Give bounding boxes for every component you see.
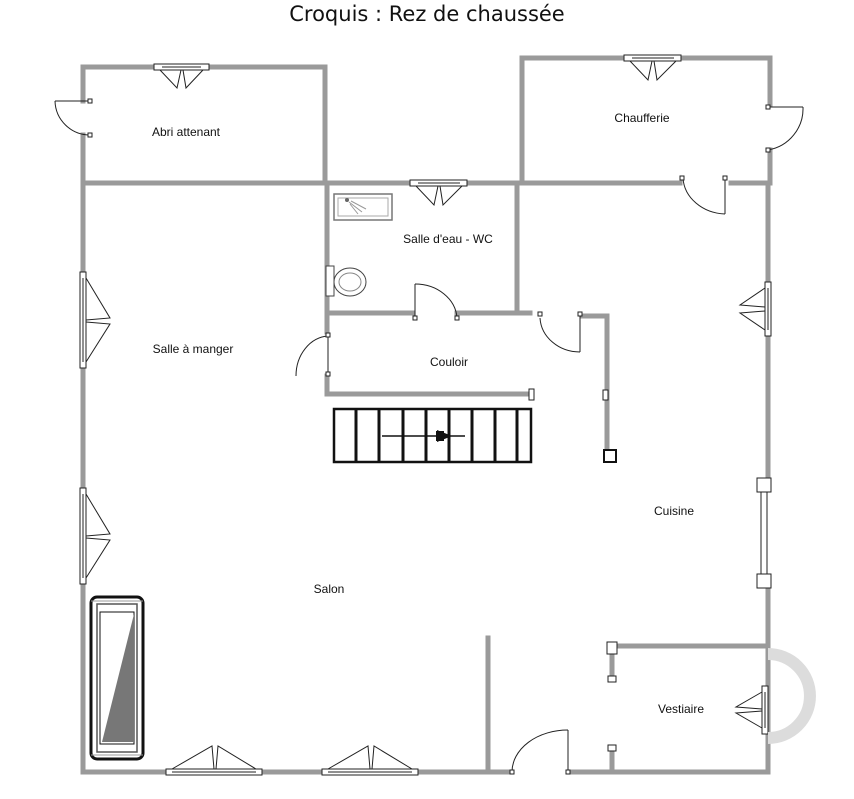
- window-salon-bottom-2: [321, 745, 419, 776]
- door-couloir: [295, 332, 331, 377]
- room-label-salon: Salon: [314, 582, 345, 596]
- cuisine-post-top: [602, 389, 609, 401]
- wall-couloir-bottom: [324, 373, 535, 397]
- fixtures: [89, 193, 617, 761]
- window-salle-eau: [409, 179, 468, 207]
- window-vestiaire: [734, 685, 769, 735]
- cuisine-post-square: [603, 449, 617, 463]
- door-cuisine: [537, 311, 583, 353]
- door-abri: [54, 98, 93, 138]
- wc-icon: [325, 265, 367, 297]
- windows: [79, 54, 816, 776]
- door-chaufferie-exterior: [765, 104, 804, 153]
- walls: [80, 55, 773, 775]
- room-label-salle-manger: Salle à manger: [153, 342, 234, 356]
- door-salon-bottom: [509, 729, 571, 775]
- fireplace-icon: [89, 595, 145, 761]
- window-abri: [153, 63, 210, 90]
- window-salon-bottom-1: [165, 745, 263, 776]
- staircase-icon: [332, 407, 533, 464]
- room-labels: Abri attenant Chaufferie Salle d'eau - W…: [152, 111, 704, 716]
- vestiaire-jamb-mid: [607, 675, 617, 683]
- plan-title: Croquis : Rez de chaussée: [289, 2, 565, 26]
- door-salle-eau: [412, 283, 460, 321]
- room-label-abri: Abri attenant: [152, 125, 221, 139]
- sliding-door-cuisine: [756, 477, 772, 589]
- vestiaire-jamb-bottom: [607, 744, 617, 752]
- shower-tray-icon: [333, 193, 393, 221]
- room-label-salle-eau: Salle d'eau - WC: [403, 232, 493, 246]
- room-label-vestiaire: Vestiaire: [658, 702, 704, 716]
- room-label-chaufferie: Chaufferie: [614, 111, 669, 125]
- door-chaufferie-interior: [679, 175, 728, 215]
- vestiaire-corner-circle: [767, 648, 816, 744]
- wall-cuisine-partition: [579, 313, 610, 458]
- doors: [54, 98, 804, 775]
- vestiaire-jamb-top: [606, 641, 618, 655]
- window-salon-left: [79, 487, 111, 585]
- window-salle-manger: [79, 271, 111, 369]
- room-label-cuisine: Cuisine: [654, 504, 694, 518]
- window-chaufferie: [623, 54, 682, 82]
- room-label-couloir: Couloir: [430, 355, 468, 369]
- couloir-post: [528, 388, 535, 401]
- window-cuisine-right: [738, 281, 772, 337]
